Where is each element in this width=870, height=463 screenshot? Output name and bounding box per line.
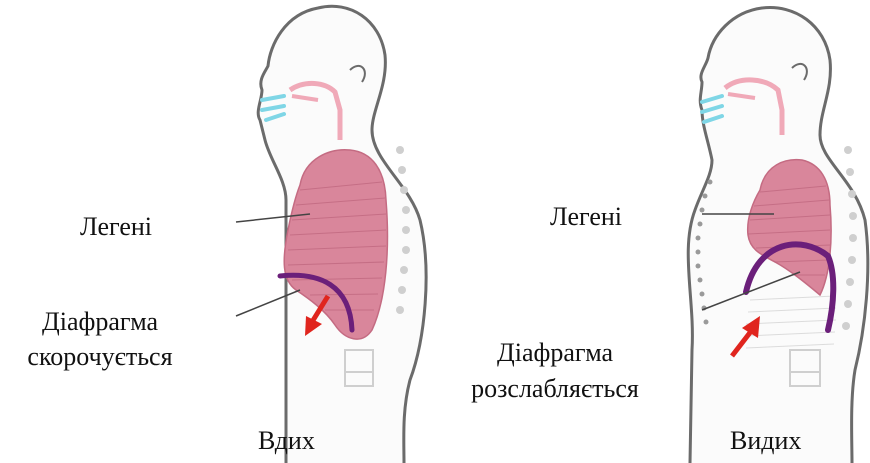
inhale-lungs-label: Легені <box>80 210 152 244</box>
exhale-diaphragm-label-line2: розслабляється <box>440 372 670 406</box>
exhale-diaphragm-label-line1: Діафрагма <box>440 336 670 370</box>
inhale-body-illustration <box>0 0 440 463</box>
inhale-diaphragm-label-line1: Діафрагма <box>0 305 200 339</box>
inhale-panel: Легені Діафрагма скорочується Вдих <box>0 0 440 463</box>
exhale-caption: Видих <box>730 424 801 458</box>
exhale-panel: Легені Діафрагма розслабляється Видих <box>440 0 870 463</box>
inhale-diaphragm-label-line2: скорочується <box>0 340 200 374</box>
inhale-caption: Вдих <box>258 424 315 458</box>
exhale-lungs-label: Легені <box>550 200 622 234</box>
